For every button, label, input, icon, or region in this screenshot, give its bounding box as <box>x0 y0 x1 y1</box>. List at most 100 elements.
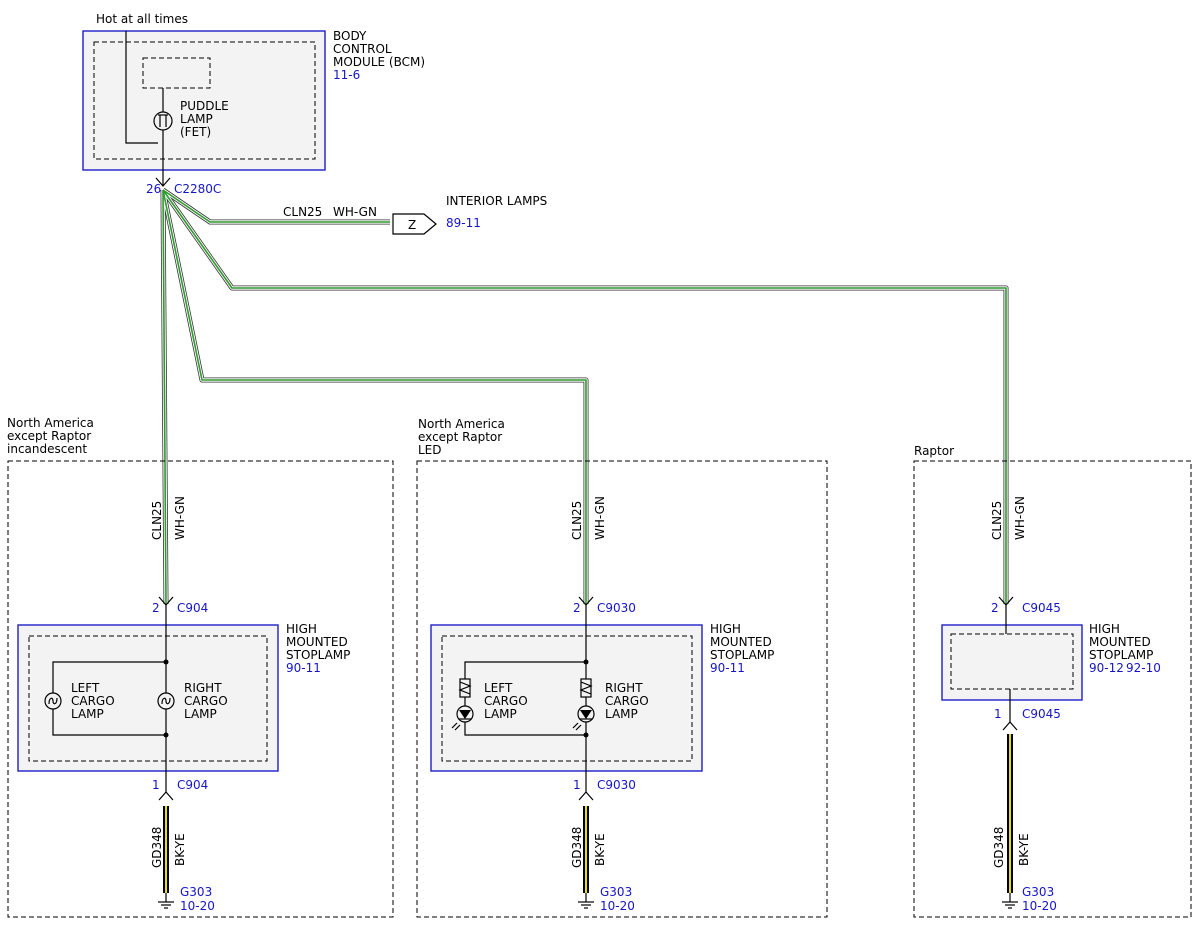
interior-lamps-ref: 89-11 <box>446 216 481 230</box>
section2-left-lamp-line1: LEFT <box>484 681 513 695</box>
section2-title-line1: North America <box>418 417 505 431</box>
section2-title-line3: LED <box>418 443 442 457</box>
section2-stoplamp-module <box>430 624 703 772</box>
c9045-top-pin: 2 <box>991 601 999 615</box>
section2-ground-ref: 10-20 <box>600 899 635 913</box>
section1-stoplamp-module <box>17 624 279 772</box>
section1-boundary <box>7 460 394 918</box>
section2-boundary <box>416 460 828 918</box>
section2-ground-circuit: GD348 <box>570 827 584 868</box>
section1-left-lamp-line3: LAMP <box>71 707 104 721</box>
section1-splice-top <box>163 659 169 665</box>
c9030-bottom-pin: 1 <box>573 778 581 792</box>
section2-stoplamp-inner <box>441 635 693 762</box>
interior-wire-circuit: CLN25 <box>283 205 322 219</box>
section1-right-lamp-line3: LAMP <box>184 707 217 721</box>
section1-title-line3: incandescent <box>7 442 87 456</box>
bcm-module-box <box>82 30 326 171</box>
section3-ground-ref: 10-20 <box>1022 899 1057 913</box>
section3-module-line1: HIGH <box>1089 622 1120 636</box>
bcm-title-line3: MODULE (BCM) <box>333 55 425 69</box>
section-incandescent: North America except Raptor incandescent… <box>7 416 394 918</box>
c9030-top-connector: C9030 <box>597 601 636 615</box>
c9045-bottom-pin: 1 <box>994 707 1002 721</box>
section3-module-line2: MOUNTED <box>1089 635 1151 649</box>
section3-module-ref-a: 90-12 <box>1089 661 1124 675</box>
section2-ground-icon <box>578 893 594 909</box>
interior-lamps-connector-flag <box>392 213 437 235</box>
section2-right-lamp-line3: LAMP <box>605 707 638 721</box>
section2-lamp-loop <box>464 661 586 736</box>
section3-stoplamp-inner <box>950 633 1074 690</box>
section1-right-lamp-line1: RIGHT <box>184 681 222 695</box>
section1-ground-id: G303 <box>180 885 212 899</box>
section2-left-lamp-line2: CARGO <box>484 694 528 708</box>
section1-left-lamp-line2: CARGO <box>71 694 115 708</box>
c9030-bottom-connector: C9030 <box>597 778 636 792</box>
section2-right-lamp-line1: RIGHT <box>605 681 643 695</box>
section3-title: Raptor <box>914 444 954 458</box>
interior-wire-color: WH-GN <box>333 205 377 219</box>
section3-ground-color: BK-YE <box>1017 833 1031 866</box>
c9045-bottom-chevron <box>1002 721 1018 731</box>
section2-title-line2: except Raptor <box>418 430 502 444</box>
section1-wire-color: WH-GN <box>173 496 187 540</box>
c904-bottom-chevron <box>158 791 174 801</box>
wh-gn-harness <box>160 187 1009 605</box>
bcm-ref: 11-6 <box>333 68 360 82</box>
bcm-title-line1: BODY <box>333 29 367 43</box>
c9030-bottom-chevron <box>578 791 594 801</box>
section-raptor: Raptor CLN25 WH-GN 2 C9045 HIGH MOUNTED … <box>913 444 1192 918</box>
section1-wire-circuit: CLN25 <box>150 501 164 540</box>
section3-ground-id: G303 <box>1022 885 1054 899</box>
section2-wire-color: WH-GN <box>593 496 607 540</box>
section1-ground-circuit: GD348 <box>150 827 164 868</box>
interior-lamps-title: INTERIOR LAMPS <box>446 194 547 208</box>
c9030-top-pin: 2 <box>573 601 581 615</box>
c904-top-pin: 2 <box>152 601 160 615</box>
puddle-lamp-line2: LAMP <box>180 112 213 126</box>
interior-lamps-connector-letter: Z <box>408 218 416 232</box>
section1-stoplamp-inner <box>28 635 268 762</box>
puddle-lamp-line3: (FET) <box>180 125 211 139</box>
puddle-lamp-line1: PUDDLE <box>180 99 229 113</box>
section2-module-line1: HIGH <box>710 622 741 636</box>
section2-splice-bottom <box>583 732 589 738</box>
section1-title-line1: North America <box>7 416 94 430</box>
section3-ground-icon <box>1002 893 1018 909</box>
right-bulb-icon <box>157 692 175 710</box>
bcm-internal-block <box>142 57 211 89</box>
section2-module-line3: STOPLAMP <box>710 648 774 662</box>
section3-ground-circuit: GD348 <box>992 827 1006 868</box>
section2-right-lamp-line2: CARGO <box>605 694 649 708</box>
section1-module-ref: 90-11 <box>286 661 321 675</box>
section1-splice-bottom <box>163 732 169 738</box>
c2280c-connector-label: C2280C <box>174 182 221 196</box>
bcm-inner-boundary <box>93 41 316 160</box>
bcm-title-line2: CONTROL <box>333 42 392 56</box>
section2-module-ref: 90-11 <box>710 661 745 675</box>
section2-ground-id: G303 <box>600 885 632 899</box>
section3-wire-circuit: CLN25 <box>990 501 1004 540</box>
section2-module-line2: MOUNTED <box>710 635 772 649</box>
section1-module-line1: HIGH <box>286 622 317 636</box>
c9045-top-connector: C9045 <box>1022 601 1061 615</box>
c2280c-pin-number: 26 <box>146 182 161 196</box>
section3-module-ref-b: 92-10 <box>1126 661 1161 675</box>
section-led: North America except Raptor LED CLN25 WH… <box>416 417 828 918</box>
section1-left-lamp-line1: LEFT <box>71 681 100 695</box>
section2-left-lamp-line3: LAMP <box>484 707 517 721</box>
section2-splice-top <box>583 659 589 665</box>
c2280c-pin-chevron <box>155 177 171 187</box>
hot-feed-wire <box>125 31 158 144</box>
left-bulb-icon <box>44 692 62 710</box>
c904-bottom-pin: 1 <box>152 778 160 792</box>
section3-boundary <box>913 460 1192 918</box>
section1-right-lamp-line2: CARGO <box>184 694 228 708</box>
section2-ground-color: BK-YE <box>593 833 607 866</box>
section1-title-line2: except Raptor <box>7 429 91 443</box>
hot-at-all-times-label: Hot at all times <box>96 12 188 26</box>
c904-bottom-connector: C904 <box>177 778 208 792</box>
section1-ground-ref: 10-20 <box>180 899 215 913</box>
section3-module-line3: STOPLAMP <box>1089 648 1153 662</box>
